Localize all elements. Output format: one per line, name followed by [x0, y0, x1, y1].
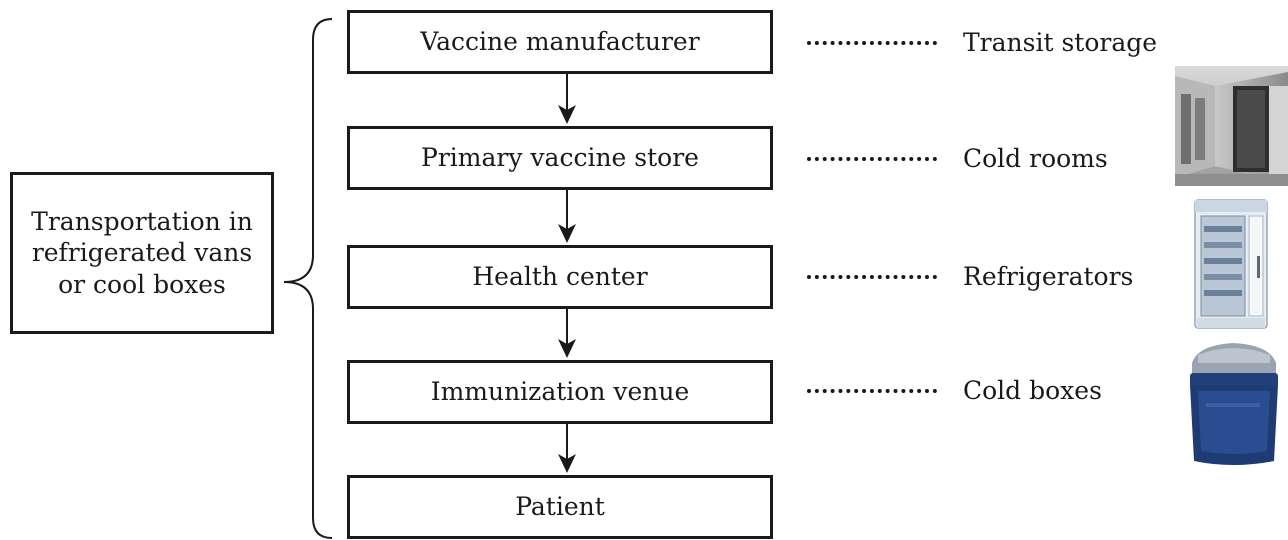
step-label: Health center — [472, 262, 648, 292]
transportation-box: Transportation in refrigerated vans or c… — [10, 172, 274, 334]
step-label: Patient — [515, 492, 605, 522]
cold-box-photo — [1178, 333, 1288, 473]
dotted-leader-transit — [807, 41, 937, 45]
transportation-line-1: Transportation in — [31, 207, 253, 237]
step-immunization-venue: Immunization venue — [347, 360, 773, 424]
step-label: Primary vaccine store — [421, 143, 699, 173]
dotted-leader-refrigerators — [807, 275, 937, 279]
arrowhead-3 — [558, 339, 576, 358]
step-vaccine-manufacturer: Vaccine manufacturer — [347, 10, 773, 74]
step-label: Vaccine manufacturer — [420, 27, 700, 57]
vaccine-refrigerator-photo — [1185, 196, 1280, 334]
step-patient: Patient — [347, 475, 773, 539]
storage-label-cold-boxes: Cold boxes — [963, 376, 1102, 405]
step-health-center: Health center — [347, 245, 773, 309]
dotted-leader-cold-boxes — [807, 389, 937, 393]
storage-label-refrigerators: Refrigerators — [963, 262, 1134, 291]
storage-label-cold-rooms: Cold rooms — [963, 144, 1108, 173]
step-primary-vaccine-store: Primary vaccine store — [347, 126, 773, 190]
dotted-leader-cold-rooms — [807, 157, 937, 161]
arrowhead-4 — [558, 454, 576, 473]
cold-room-photo — [1175, 66, 1288, 186]
transportation-text: Transportation in refrigerated vans or c… — [31, 206, 253, 300]
step-label: Immunization venue — [430, 377, 690, 407]
transportation-line-2: refrigerated vans — [31, 238, 253, 268]
arrowhead-1 — [558, 105, 576, 124]
arrowhead-2 — [558, 224, 576, 243]
curly-brace — [283, 18, 333, 539]
storage-label-transit: Transit storage — [963, 28, 1158, 57]
transportation-line-3: or cool boxes — [58, 269, 226, 299]
flow-arrows — [558, 74, 576, 473]
